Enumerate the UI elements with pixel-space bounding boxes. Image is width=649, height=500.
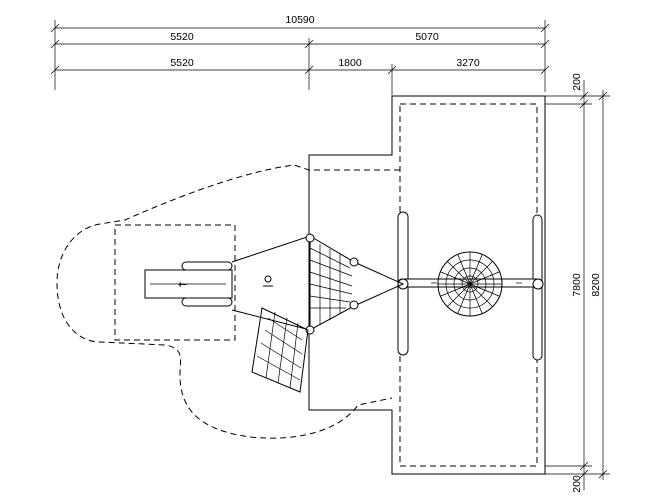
climbing-net-lower: [251, 307, 309, 393]
slide-rail-bottom: [181, 297, 233, 307]
safety-zone-outline: [308, 95, 546, 475]
net-spoke: [469, 283, 483, 314]
dim-row2-right: 5070: [415, 31, 439, 43]
net-spoke: [457, 283, 471, 314]
climbing-net-tower: [309, 244, 353, 325]
net-spoke: [440, 271, 471, 285]
right-dimension-chains: 200 7800 8200 200: [545, 73, 610, 493]
net-spoke: [469, 283, 493, 307]
net-spoke: [469, 261, 493, 285]
left-free-space-zone: [56, 164, 400, 439]
dim-row3-c: 3270: [456, 57, 480, 69]
slide: ←: [144, 261, 233, 307]
dim-total: 10590: [285, 14, 314, 26]
top-dimension-chains: 10590 5520 5070 5520 1800 3270: [50, 14, 550, 95]
pole-tower-upper: [349, 257, 359, 267]
dim-row2-left: 5520: [170, 31, 194, 43]
net-spoke: [447, 261, 471, 285]
pole-right: [532, 278, 544, 290]
slide-rail-top: [181, 261, 233, 271]
net-spoke: [447, 283, 471, 307]
pole-tower-top: [305, 233, 315, 243]
net-spoke: [469, 283, 500, 297]
slide-end-zone: [114, 224, 236, 341]
tower-frame: [231, 233, 405, 335]
dim-right-inner: 7800: [571, 273, 583, 297]
pole-tower-lower: [349, 300, 359, 310]
slide-direction-arrow-icon: ←: [178, 278, 187, 291]
net-spoke: [457, 254, 471, 285]
net-spoke: [440, 283, 471, 297]
net-spoke: [469, 271, 500, 285]
dim-right-top-margin: 200: [571, 73, 583, 91]
dim-right-outer: 8200: [590, 273, 602, 297]
dim-row3-a: 5520: [170, 57, 194, 69]
net-spoke: [469, 254, 483, 285]
spherical-net: [437, 251, 503, 317]
dim-right-bottom-margin: 200: [571, 475, 583, 493]
dim-row3-b: 1800: [338, 57, 362, 69]
person-marker-icon: [263, 275, 273, 287]
